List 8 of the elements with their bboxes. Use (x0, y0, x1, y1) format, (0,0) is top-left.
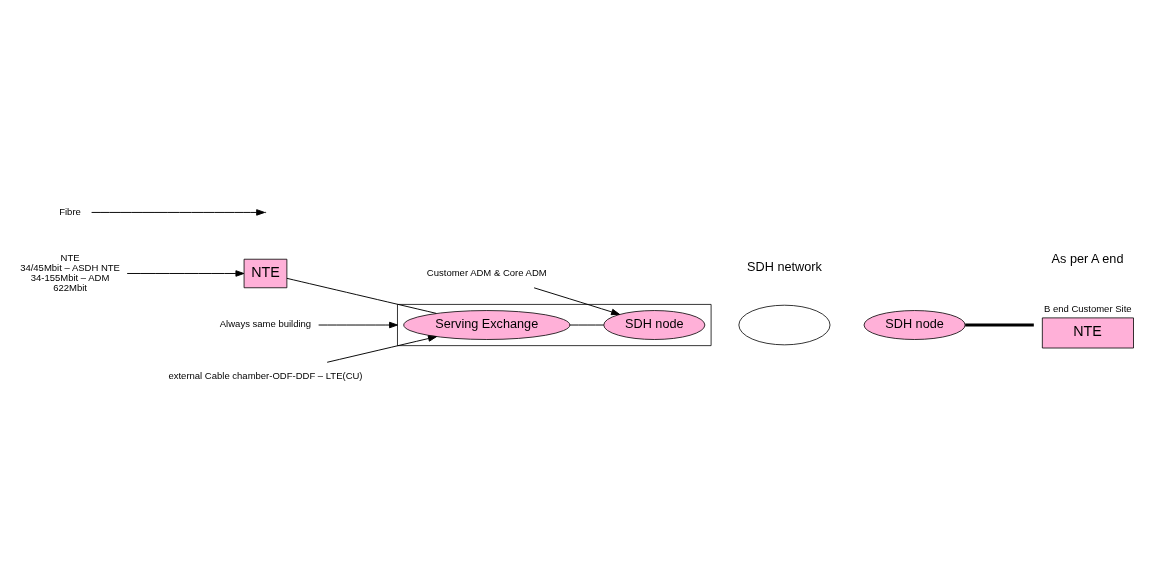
node-text: NTE 34/45Mbit – ASDH NTE 34-155Mbit – ADM 622Mbit (20, 250, 120, 293)
node-text: Always same building (219, 317, 312, 329)
label: As per A end (1051, 251, 1124, 266)
node-text: Fibre (59, 205, 81, 217)
node-text: Customer ADM & Core ADM (426, 266, 547, 278)
node-text: external Cable chamber-ODF-DDF – LTE(CU) (168, 369, 363, 381)
node-label: B end Customer Site (1043, 302, 1132, 314)
label: SDH network (747, 259, 822, 274)
